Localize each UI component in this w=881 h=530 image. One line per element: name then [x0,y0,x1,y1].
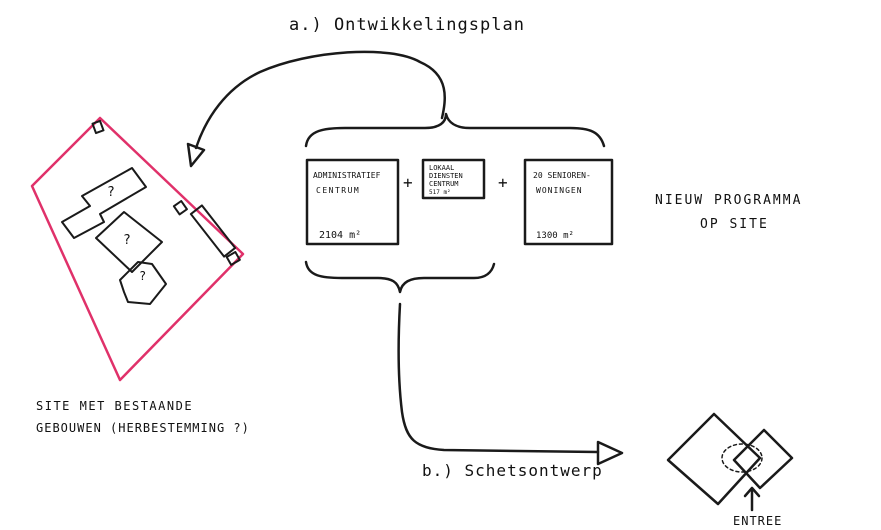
senior-line2: WONINGEN [536,186,583,195]
label-site-line2: GEBOUWEN (HERBESTEMMING ?) [36,421,250,435]
plus-sign-1: + [403,173,413,192]
schetsontwerp-sketch [666,412,794,512]
lokaal-line3: CENTRUM [429,180,459,188]
label-site-line1: SITE MET BESTAANDE [36,399,193,413]
lokaal-line2: DIENSTEN [429,172,463,180]
building-side-small [172,200,188,216]
building-center [95,211,163,273]
label-program-line2: OP SITE [700,217,769,232]
arrow-b-line [397,302,600,454]
admin-line2: CENTRUM [316,186,360,195]
admin-area: 2104 m² [319,230,361,241]
lokaal-line1: LOKAAL [429,164,454,172]
label-ontwikkelingsplan: a.) Ontwikkelingsplan [289,15,525,35]
corner-marker-top [91,119,105,135]
building-north [61,167,147,239]
question-mark-2: ? [123,233,131,248]
senior-area: 1300 m² [536,231,574,241]
senior-line1: 20 SENIOREN- [533,171,591,180]
site-outline [30,116,245,382]
question-mark-3: ? [139,269,146,283]
box-administratief-centrum [305,158,400,246]
arrow-b-head [596,440,624,466]
building-long-east [189,204,237,258]
label-schetsontwerp: b.) Schetsontwerp [422,461,603,480]
brace-bottom [304,260,496,294]
sketch-dashed-circle [721,443,763,473]
lokaal-area: 517 m² [429,189,451,196]
box-seniorenwoningen [523,158,614,246]
question-mark-1: ? [107,185,115,200]
box-lokaal-diensten-centrum [421,158,486,200]
arrow-a-line [194,50,446,150]
corner-marker-right [225,251,241,266]
entree-arrow-head [743,486,761,498]
label-entree: ENTREE [733,514,782,528]
admin-line1: ADMINISTRATIEF [313,171,381,180]
arrow-a-head [186,142,206,168]
plus-sign-2: + [498,173,508,192]
building-south [119,261,167,305]
label-program-line1: NIEUW PROGRAMMA [655,193,802,208]
sketch-square-small [732,428,794,490]
brace-top [304,112,606,148]
existing-buildings [61,119,241,305]
sketch-square-large [666,412,762,506]
